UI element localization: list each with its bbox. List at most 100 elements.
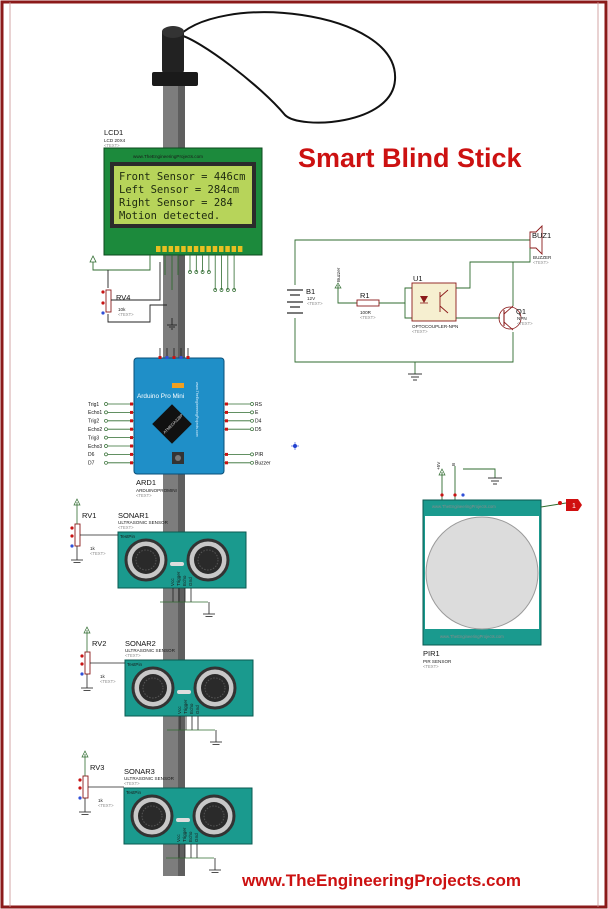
sonar2-ref: SONAR2 (125, 639, 156, 648)
sonar2-pin-label: Gnd (195, 705, 200, 714)
arduino-pro-mini[interactable]: Arduino Pro Mini ATMEGA328P www.TheEngin… (88, 348, 271, 498)
pir-probe-dot (558, 501, 562, 505)
lcd-pin (212, 246, 218, 252)
arduino-right-terminal (250, 452, 254, 457)
stick-handle-top (162, 28, 184, 74)
sonar3-pin-label: Echo (188, 831, 193, 842)
sonar3-transducer-grid (203, 805, 225, 827)
sonar2-testpin-label: TestPin (127, 662, 143, 667)
rv2-value: 1k (100, 674, 106, 679)
arduino-net-label: Trig2 (88, 419, 99, 425)
pir-probe-value: 1 (572, 503, 576, 510)
arduino-net-label: Buzzer (255, 461, 271, 467)
pir-logic-probe[interactable] (566, 499, 582, 511)
arduino-chip (152, 404, 192, 444)
arduino-top-pin (179, 356, 183, 359)
vcc-arrow-lcd (89, 255, 97, 263)
rv2-text-tag: <TEXT> (100, 679, 116, 684)
stick-handle-grip (152, 72, 198, 86)
pir-pin (461, 493, 465, 497)
arduino-left-pin (130, 410, 133, 414)
arduino-right-pin (225, 402, 228, 406)
arduino-left-terminal (104, 427, 108, 432)
rv4-text-tag: <TEXT> (118, 312, 134, 317)
lcd-pin (181, 246, 186, 252)
sonar3-part: ULTRASONIC SENSOR (124, 776, 175, 781)
sonar1-transducer-grid (197, 549, 219, 571)
rv3-ref: RV3 (90, 763, 104, 772)
lcd-pin (156, 246, 161, 252)
pir-dome (425, 516, 539, 630)
lcd-bus-terminal (213, 288, 218, 292)
q1-part: NPN (517, 316, 527, 321)
arduino-net-label: Echo1 (88, 410, 102, 416)
lcd-data-wire (164, 255, 179, 290)
diagram-title: Smart Blind Stick (298, 143, 523, 173)
lcd-pin (231, 246, 237, 252)
arduino-net-label: Echo2 (88, 427, 102, 433)
pir-text-tag: <TEXT> (423, 664, 439, 669)
sonar3-crystal (176, 818, 190, 822)
lcd-bus-terminal (207, 270, 211, 274)
rv2-body (84, 651, 91, 675)
arduino-net-label: Echo3 (88, 444, 102, 450)
buzzer-driver-circuit[interactable]: B1 12V <TEXT> Buzzer R1 100R <TEXT> U1 O… (287, 224, 552, 381)
rv3-pin (78, 796, 82, 800)
pir-vcc-label: +5V (436, 461, 441, 470)
arduino-top-pin (165, 356, 169, 359)
driver-wire-bottom (294, 318, 514, 363)
rv1-pin (70, 544, 74, 548)
rv4-wire-b (107, 262, 167, 323)
q1-ref: Q1 (516, 307, 526, 316)
arduino-part: ARDUINOPROMINI (136, 488, 177, 493)
arduino-net-label: Trig3 (88, 435, 99, 441)
website-footer: www.TheEngineeringProjects.com (241, 871, 521, 890)
arduino-side-text: www.TheEngineeringProjects.com (195, 382, 199, 437)
rv2-vcc-arrow (83, 626, 91, 634)
lcd-screen (114, 166, 252, 224)
arduino-right-terminal (250, 418, 254, 423)
rv4-value: 10k (118, 307, 126, 312)
arduino-right-pin (225, 452, 228, 456)
arduino-net-label: D4 (255, 419, 262, 425)
arduino-left-terminal (104, 452, 108, 457)
u1-transistor-c (439, 289, 449, 298)
rv1-value: 1k (90, 546, 96, 551)
arduino-left-pin (130, 436, 133, 440)
rv2-pin (80, 672, 84, 676)
arduino-right-pin (225, 410, 228, 414)
rv4-body (105, 289, 112, 313)
q1-emitter (503, 321, 514, 331)
arduino-right-terminal (250, 460, 254, 465)
lcd-pin (193, 246, 199, 252)
pir-sensor[interactable]: +5V B www.TheEngineeringProjects.com www… (422, 461, 582, 669)
sonar2-text-tag: <TEXT> (125, 653, 141, 658)
lcd-line-3: Right Sensor = 284 (119, 197, 233, 209)
rv4-potentiometer[interactable]: RV4 10k <TEXT> (101, 289, 134, 317)
lcd-bus-terminal (188, 270, 192, 274)
arduino-right-terminal (250, 402, 254, 406)
rv3-text-tag: <TEXT> (98, 803, 114, 808)
lcd-line-1: Front Sensor = 446cm (119, 171, 245, 183)
lcd-pin (174, 246, 180, 252)
lcd-module[interactable]: LCD1 LCD 20X4 <TEXT> www.TheEngineeringP… (103, 128, 263, 256)
u1-part: OPTOCOUPLER-NPN (412, 324, 458, 329)
lcd-pin (168, 246, 174, 252)
arduino-right-terminal (250, 410, 254, 415)
lcd-line-4: Motion detected. (119, 210, 220, 222)
lcd-pin-header (156, 246, 243, 252)
stick-shaft-shade (178, 86, 185, 876)
rv1-ref: RV1 (82, 511, 96, 520)
arduino-left-pin (130, 452, 133, 456)
arduino-reset-cap (175, 455, 181, 461)
lcd-pin (187, 246, 192, 252)
